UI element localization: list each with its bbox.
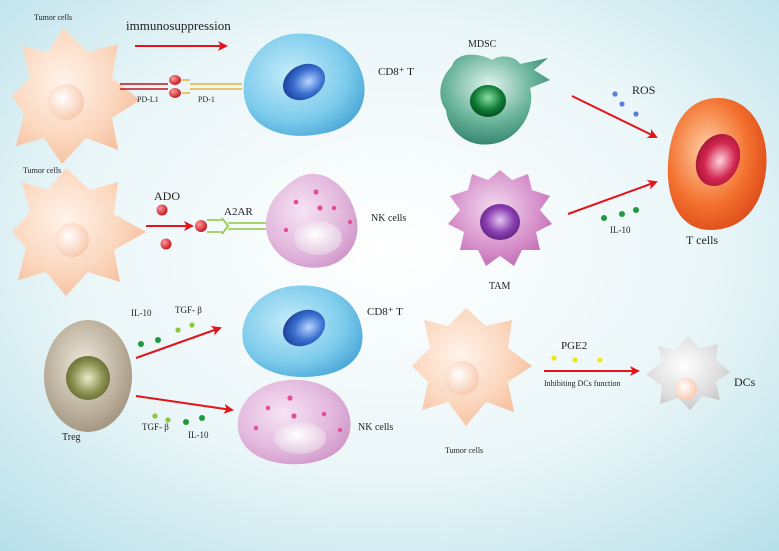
tgfb-molecules-treg-2 xyxy=(152,413,171,423)
label-tgfb-treg-2: TGF- β xyxy=(142,422,169,432)
nk-cell-1 xyxy=(266,173,358,268)
label-mdsc: MDSC xyxy=(468,39,497,50)
label-cd8-t-1: CD8⁺ T xyxy=(378,66,414,78)
tumor-cell-2 xyxy=(12,168,146,296)
arrow-treg-to-nk xyxy=(135,395,234,414)
label-t-cells: T cells xyxy=(686,233,719,247)
tumor-cell-1 xyxy=(12,28,140,164)
arrow-treg-to-cd8 xyxy=(135,325,222,359)
label-tam: TAM xyxy=(489,281,511,292)
label-tumor-cells-2: Tumor cells xyxy=(23,166,62,175)
pd-l1-receptor xyxy=(120,75,181,98)
tgfb-molecules-treg-1 xyxy=(175,322,195,333)
pd-1-receptor xyxy=(182,79,242,94)
il10-molecules-treg-2 xyxy=(183,415,205,425)
label-tgfb-treg-1: TGF- β xyxy=(175,305,202,315)
label-tumor-cells-3: Tumor cells xyxy=(445,446,484,455)
pge2-molecules xyxy=(551,355,603,363)
label-nk-cells-1: NK cells xyxy=(371,213,407,224)
label-nk-cells-2: NK cells xyxy=(358,422,394,433)
label-pge2: PGE2 xyxy=(561,340,588,352)
cd8-t-cell-1 xyxy=(243,33,365,136)
nk-cell-2 xyxy=(237,379,351,465)
tam-cell xyxy=(448,170,552,266)
mdsc-cell xyxy=(440,54,550,145)
label-treg: Treg xyxy=(62,432,81,443)
label-ros: ROS xyxy=(632,83,656,97)
label-pd-l1: PD-L1 xyxy=(137,95,159,104)
label-inhibiting-dcs: Inhibiting DCs function xyxy=(544,379,621,388)
ros-molecules xyxy=(612,91,639,117)
label-ado: ADO xyxy=(154,189,180,203)
t-cell xyxy=(667,98,767,230)
il10-molecules-tam xyxy=(601,207,639,221)
label-a2ar: A2AR xyxy=(224,206,253,218)
arrow-tam-to-tcell xyxy=(567,180,658,215)
arrow-mdsc-to-tcell xyxy=(571,95,658,138)
label-tumor-cells-1: Tumor cells xyxy=(34,13,73,22)
cd8-t-cell-2 xyxy=(242,285,363,377)
label-pd-1: PD-1 xyxy=(198,95,215,104)
il10-molecules-treg-1 xyxy=(138,337,161,347)
treg-cell xyxy=(44,320,132,432)
tumor-cell-3 xyxy=(412,308,532,426)
a2ar-receptor xyxy=(195,217,266,235)
label-il10-treg-2: IL-10 xyxy=(188,430,209,440)
ado-molecules xyxy=(156,204,172,250)
dc-cell xyxy=(646,336,730,410)
label-il10-treg-1: IL-10 xyxy=(131,308,152,318)
label-immunosuppression: immunosuppression xyxy=(126,18,231,33)
label-cd8-t-2: CD8⁺ T xyxy=(367,306,403,318)
label-il10-tam: IL-10 xyxy=(610,225,631,235)
label-dcs: DCs xyxy=(734,375,756,389)
